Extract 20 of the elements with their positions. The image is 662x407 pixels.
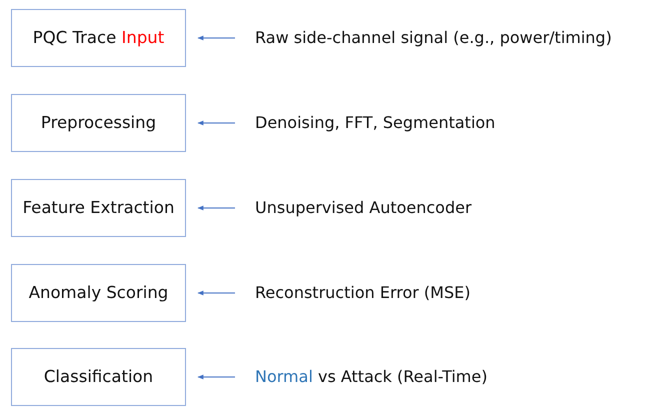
arrow — [197, 120, 236, 126]
step-label: PQC Trace Input — [32, 27, 164, 49]
arrow — [197, 374, 236, 380]
step-label: Classification — [44, 366, 154, 388]
arrow — [197, 290, 236, 296]
process-box — [11, 94, 186, 152]
description-text: Reconstruction Error (MSE) — [255, 282, 470, 304]
arrow — [197, 206, 236, 210]
description-text: Raw side-channel signal (e.g., power/timing) — [255, 28, 612, 48]
description-text: Unsupervised Autoencoder — [255, 198, 472, 218]
description-text: Denoising, FFT, Segmentation — [255, 112, 496, 134]
step-label: Feature Extraction — [22, 197, 174, 219]
process-box — [11, 179, 186, 237]
process-box — [11, 9, 186, 67]
process-box — [11, 348, 186, 406]
description-text: Normal vs Attack (Real-Time) — [255, 366, 488, 388]
step-label: Anomaly Scoring — [28, 282, 168, 304]
arrow — [197, 36, 236, 40]
process-box — [11, 264, 186, 322]
step-label: Preprocessing — [40, 112, 156, 134]
